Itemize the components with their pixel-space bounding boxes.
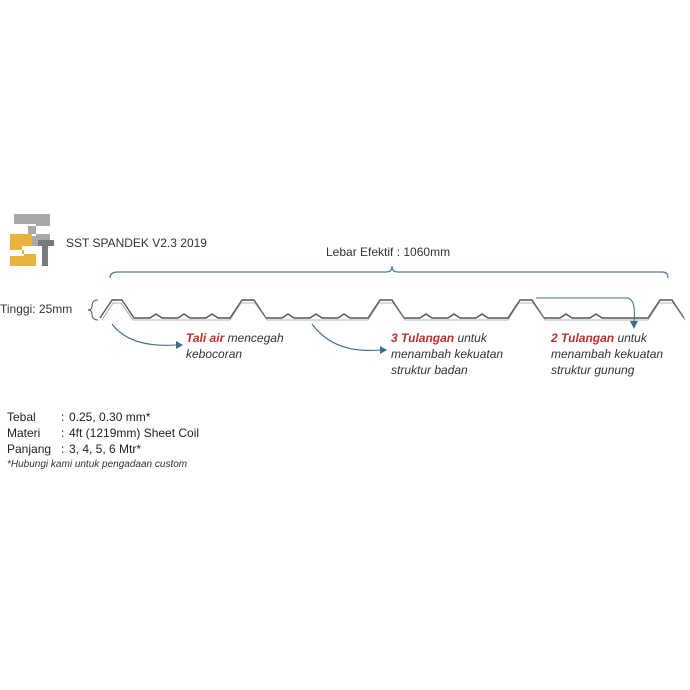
sst-logo-icon [10, 214, 54, 266]
annotation-line: menambah kekuatan [391, 347, 504, 361]
spec-row-materi: Materi : 4ft (1219mm) Sheet Coil [7, 425, 199, 441]
spec-value: 3, 4, 5, 6 Mtr* [69, 442, 142, 456]
annotation-line: struktur gunung [551, 363, 635, 377]
spec-row-panjang: Panjang : 3, 4, 5, 6 Mtr* [7, 441, 199, 457]
annotation-3-tulangan: 3 Tulangan untuk menambah kekuatan struk… [391, 330, 503, 378]
spec-separator: : [61, 410, 65, 424]
height-bracket [87, 299, 99, 321]
spec-key: Tebal [7, 410, 36, 424]
arrowhead-2-tulangan [630, 321, 638, 329]
annotation-line: kebocoran [186, 347, 243, 361]
effective-width-label: Lebar Efektif : 1060mm [326, 245, 451, 259]
spec-separator: : [61, 442, 65, 456]
spec-row-tebal: Tebal : 0.25, 0.30 mm* [7, 409, 199, 425]
annotation-line: menambah kekuatan [551, 347, 664, 361]
spec-separator: : [61, 426, 65, 440]
annotation-line: struktur badan [391, 363, 468, 377]
product-title: SST SPANDEK V2.3 2019 [66, 236, 207, 250]
annotation-text: mencegah [224, 331, 284, 345]
annotation-highlight: Tali air [186, 331, 225, 345]
arrow-tali-air [111, 323, 177, 346]
spandek-profile-diagram [87, 265, 686, 354]
spec-value: 4ft (1219mm) Sheet Coil [69, 426, 200, 440]
arrowhead-3-tulangan [380, 346, 387, 354]
spec-list: Tebal : 0.25, 0.30 mm* Materi : 4ft (121… [7, 409, 199, 457]
spec-key: Panjang [7, 442, 52, 456]
annotation-highlight: 3 Tulangan [391, 331, 455, 345]
annotation-tali-air: Tali air mencegah kebocoran [186, 330, 284, 362]
annotation-text: untuk [454, 331, 487, 345]
arrow-3-tulangan [311, 323, 381, 352]
annotation-highlight: 2 Tulangan [551, 331, 615, 345]
custom-order-footnote: *Hubungi kami untuk pengadaan custom [7, 459, 188, 470]
logo-gold-shape [10, 234, 36, 266]
arrowhead-tali-air [176, 341, 183, 349]
spec-key: Materi [7, 426, 41, 440]
annotation-2-tulangan: 2 Tulangan untuk menambah kekuatan struk… [551, 330, 663, 378]
arrow-2-tulangan [536, 297, 635, 323]
logo-dark-shape [38, 240, 54, 266]
annotation-text: untuk [614, 331, 647, 345]
profile-line-shadow [101, 302, 686, 321]
height-label: Tinggi: 25mm [0, 302, 73, 316]
spec-value: 0.25, 0.30 mm* [69, 410, 151, 424]
profile-line [99, 299, 685, 319]
width-bracket [109, 265, 669, 279]
